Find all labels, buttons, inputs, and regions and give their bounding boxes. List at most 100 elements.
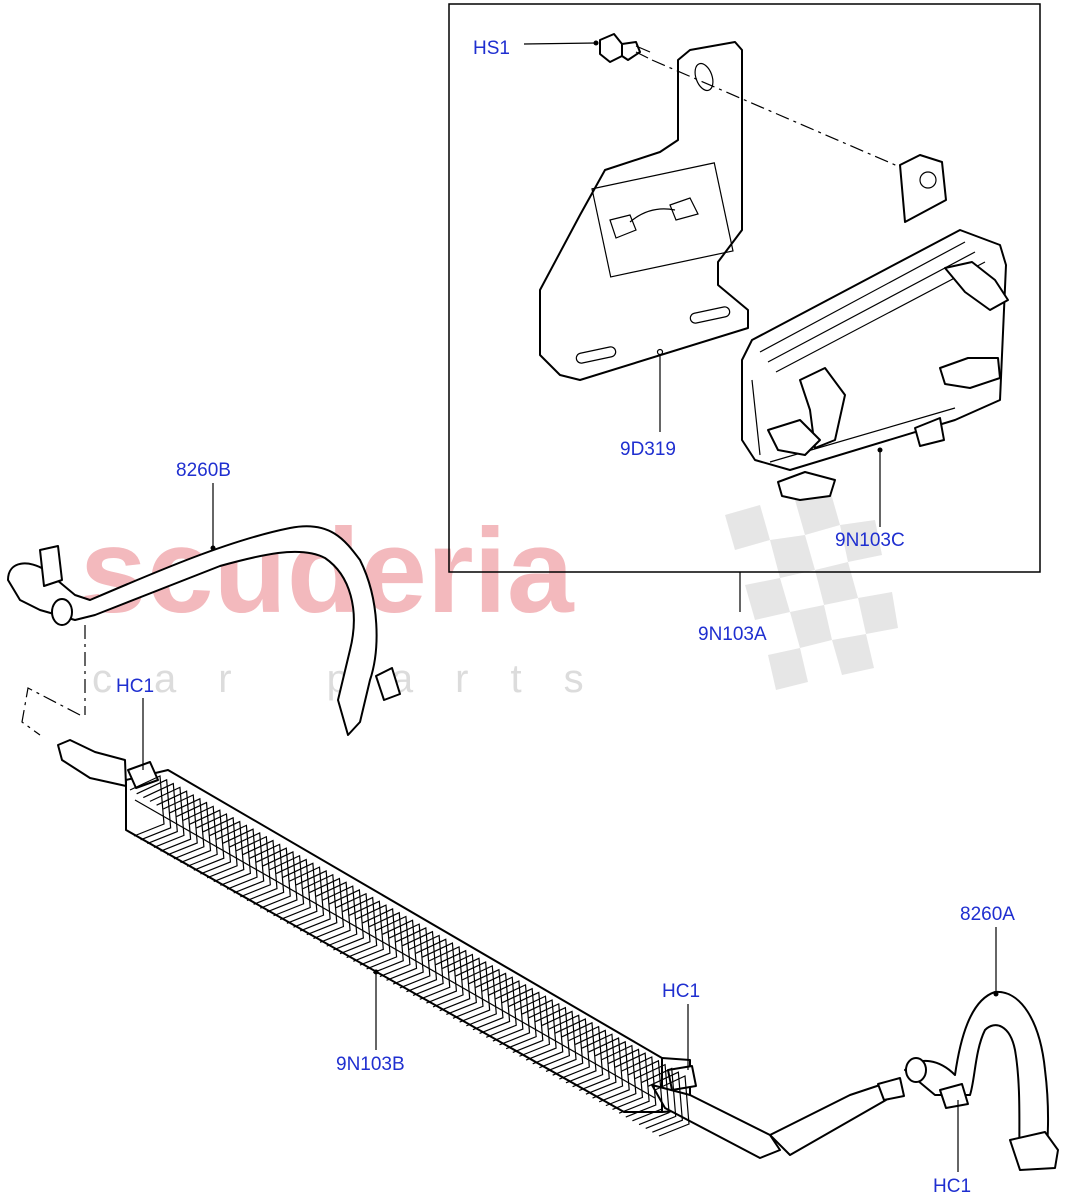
radiator-fin	[508, 991, 544, 1054]
radiator-fin	[501, 987, 537, 1050]
radiator-fin	[362, 908, 398, 970]
label-8260b: 8260B	[176, 460, 231, 481]
radiator-fins	[129, 775, 690, 1137]
radiator-fin	[588, 1037, 624, 1099]
radiator-fin	[382, 919, 418, 981]
radiator-fin	[468, 968, 504, 1031]
label-9n103b: 9N103B	[336, 1054, 405, 1075]
radiator-fin	[189, 809, 225, 871]
radiator-fin	[574, 1029, 610, 1091]
label-9d319: 9D319	[620, 439, 676, 460]
radiator-fin	[481, 976, 517, 1038]
radiator-fin	[275, 858, 311, 921]
radiator-fin	[322, 885, 358, 947]
radiator-fin	[295, 870, 331, 932]
radiator-fin	[282, 862, 318, 924]
radiator-fin	[129, 775, 165, 837]
radiator-fin	[528, 1002, 564, 1065]
radiator-fin	[262, 851, 298, 913]
radiator-fin	[561, 1021, 597, 1084]
radiator-fin	[641, 1067, 677, 1129]
radiator-fin	[329, 889, 365, 951]
radiator-fin	[176, 801, 212, 864]
radiator-fin	[555, 1018, 590, 1080]
radiator-fin	[156, 790, 192, 852]
watermark-tagline: car parts	[92, 657, 626, 701]
leader-lines	[142, 42, 997, 1172]
oil-cooler-9n103c	[741, 154, 1009, 501]
radiator-fin	[302, 873, 338, 936]
bolt-hs1	[593, 33, 651, 63]
label-hc1-bottom: HC1	[933, 1176, 971, 1197]
radiator-fin	[136, 778, 172, 841]
clip-hc1-bottom	[939, 1083, 969, 1109]
radiator-fin	[342, 896, 378, 959]
radiator-fin	[581, 1033, 617, 1095]
watermark: scuderia car parts	[80, 490, 898, 701]
label-hs1: HS1	[473, 38, 510, 59]
radiator-fin	[216, 824, 252, 886]
label-hc1-mid: HC1	[662, 981, 700, 1002]
radiator-fin	[349, 900, 384, 962]
radiator-fin	[462, 964, 497, 1027]
radiator-fin	[335, 892, 371, 955]
radiator-fin	[521, 999, 557, 1061]
radiator-fin	[621, 1056, 657, 1118]
radiator-fin	[448, 957, 484, 1019]
label-9n103a: 9N103A	[698, 624, 767, 645]
checker-flag-logo	[725, 490, 898, 690]
label-8260a: 8260A	[960, 904, 1015, 925]
label-9n103c: 9N103C	[835, 530, 905, 551]
radiator-fin	[375, 915, 411, 978]
radiator-fin	[249, 843, 285, 905]
radiator-fin	[402, 930, 438, 993]
hose-8260b	[7, 525, 401, 736]
radiator-fin	[162, 794, 198, 856]
watermark-brand: scuderia	[80, 504, 575, 638]
radiator-fin	[229, 832, 265, 894]
radiator-fin	[196, 813, 232, 875]
radiator-fin	[269, 854, 305, 917]
radiator-fin	[408, 934, 444, 997]
radiator-fin	[548, 1014, 584, 1076]
radiator-fin	[495, 983, 531, 1046]
radiator-fin	[368, 911, 404, 974]
radiator-fin	[568, 1025, 604, 1088]
radiator-fin	[422, 942, 458, 1004]
radiator-fin	[601, 1044, 637, 1107]
radiator-fin	[242, 839, 278, 902]
radiator-fin	[594, 1040, 630, 1103]
radiator-fin	[488, 980, 524, 1042]
radiator-fin	[541, 1010, 577, 1072]
radiator-fin	[315, 881, 351, 943]
cooler-9n103b	[57, 739, 905, 1159]
radiator-fin	[289, 866, 325, 928]
radiator-fin	[355, 904, 391, 966]
hose-8260a	[904, 990, 1059, 1171]
bracket-9d319	[539, 41, 749, 381]
radiator-fin	[428, 945, 464, 1008]
radiator-fin	[388, 923, 424, 985]
radiator-fin	[455, 961, 491, 1023]
radiator-fin	[256, 847, 291, 909]
radiator-fin	[634, 1063, 670, 1126]
radiator-fin	[209, 820, 245, 883]
radiator-fin	[395, 926, 431, 989]
radiator-fin	[415, 938, 451, 1000]
radiator-fin	[535, 1006, 571, 1069]
radiator-fin	[475, 972, 511, 1035]
radiator-fin	[435, 949, 471, 1012]
radiator-fin	[614, 1052, 650, 1114]
radiator-fin	[169, 797, 205, 860]
radiator-fin	[608, 1048, 644, 1110]
radiator-fin	[515, 995, 551, 1057]
assembly-box	[448, 3, 1041, 573]
radiator-fin	[628, 1059, 664, 1122]
radiator-fin	[442, 953, 477, 1016]
radiator-fin	[222, 828, 258, 890]
radiator-fin	[182, 805, 218, 867]
radiator-fin	[654, 1075, 690, 1137]
radiator-fin	[236, 835, 271, 898]
radiator-fin	[309, 877, 345, 940]
